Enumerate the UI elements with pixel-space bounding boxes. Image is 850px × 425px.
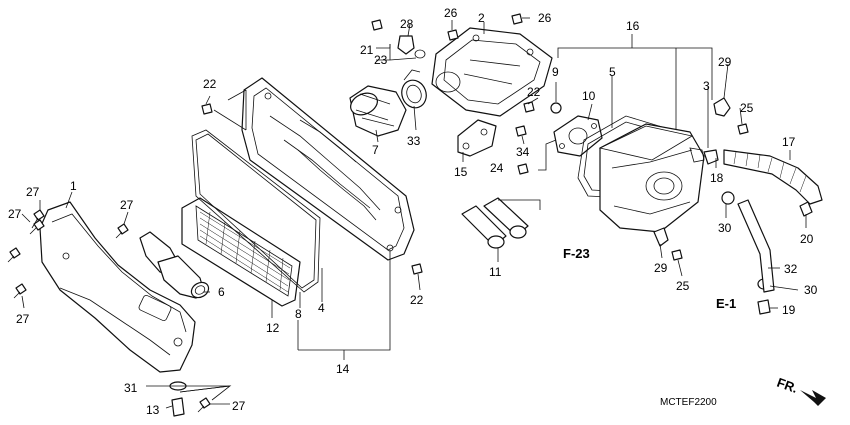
callout-34: 34 [516,145,530,159]
bolt-26-b [511,13,523,25]
callout-25-b: 25 [676,279,690,293]
part-intake-funnel [139,231,210,299]
part-drain-plug [171,397,185,417]
callout-30-b: 30 [804,283,818,297]
callout-31: 31 [124,381,138,395]
part-hose-clamp [401,69,427,109]
callout-2: 2 [478,11,485,25]
bolt-27-b [29,219,45,235]
bolt-24 [517,163,529,175]
bolt-27-a [31,209,45,229]
part-valve-body [598,123,705,233]
callout-26-b: 26 [538,11,552,25]
callout-8: 8 [295,307,302,321]
bolt-22-a [201,103,213,115]
bolt-27-c [7,247,21,263]
diagram-code: MCTEF2200 [660,397,717,408]
part-center-housing [241,77,415,261]
callout-27-b: 27 [8,207,22,221]
part-seal-gasket [191,129,321,293]
leader-lines [21,17,807,409]
callout-labels: 1 2 3 4 5 6 7 8 9 10 11 12 13 14 15 16 1… [8,6,818,417]
callout-17: 17 [782,135,796,149]
callout-18: 18 [710,171,724,185]
callout-30-a: 30 [718,221,732,235]
callout-27-e: 27 [232,399,246,413]
callout-19: 19 [782,303,796,317]
callout-26-a: 26 [444,6,458,20]
callout-33: 33 [407,134,421,148]
part-lower-air-cleaner-case [39,201,196,373]
part-clip-lower [653,227,669,247]
callout-24: 24 [490,161,504,175]
part-plug [757,299,771,315]
callout-5: 5 [609,65,616,79]
part-connecting-tubes [461,197,529,249]
callout-22-b: 22 [410,293,424,307]
part-clip [703,149,719,165]
part-upper-cover [431,27,553,117]
part-clamp-upper [721,191,735,205]
bolt-27-e [115,223,129,239]
callout-7: 7 [372,143,379,157]
bolt-34 [515,125,527,137]
callout-21: 21 [360,43,374,57]
bolt-26-a [447,29,459,41]
callout-22-c: 22 [527,85,541,99]
callout-11: 11 [489,265,502,279]
reference-e1: E-1 [716,296,736,311]
callout-29-a: 29 [718,55,732,69]
bolt-28 [371,19,383,31]
callout-23: 23 [374,53,388,67]
bolt-22-c [523,101,535,113]
reference-f23: F-23 [563,246,590,261]
part-small-clip [799,201,813,217]
bolt-27-f [197,397,211,413]
callout-32: 32 [784,262,798,276]
callout-28: 28 [400,17,414,31]
callout-27-d: 27 [120,198,134,212]
part-o-ring [550,102,562,114]
bolt-27-d [13,283,27,299]
part-bracket [457,119,497,157]
callout-4: 4 [318,301,325,315]
callout-3: 3 [703,79,710,93]
part-air-filter-element [181,197,301,307]
callout-14: 14 [336,362,350,376]
callout-9: 9 [552,65,559,79]
part-clip-upper [713,97,731,117]
callout-13: 13 [146,403,160,417]
bolt-25-b [671,249,683,261]
callout-22-a: 22 [203,77,217,91]
callout-6: 6 [218,285,225,299]
part-rubber-boot [349,85,407,137]
callout-27-a: 27 [26,185,40,199]
callout-10: 10 [582,89,596,103]
bolts [7,13,749,413]
part-screw-assembly [397,35,426,59]
callout-20: 20 [800,232,814,246]
bolt-25-a [737,123,749,135]
callout-15: 15 [454,165,468,179]
callout-1: 1 [70,179,77,193]
callout-27-c: 27 [16,312,30,326]
part-flange-joint [553,115,603,157]
front-direction-label: FR. [775,375,800,396]
callout-16: 16 [626,19,640,33]
callout-29-b: 29 [654,261,668,275]
front-direction-arrow [800,390,826,406]
part-breather-hose [723,149,823,205]
callout-25-a: 25 [740,101,754,115]
part-vertical-tube [737,199,775,293]
bolt-22-b [411,263,423,275]
callout-12: 12 [266,321,280,335]
